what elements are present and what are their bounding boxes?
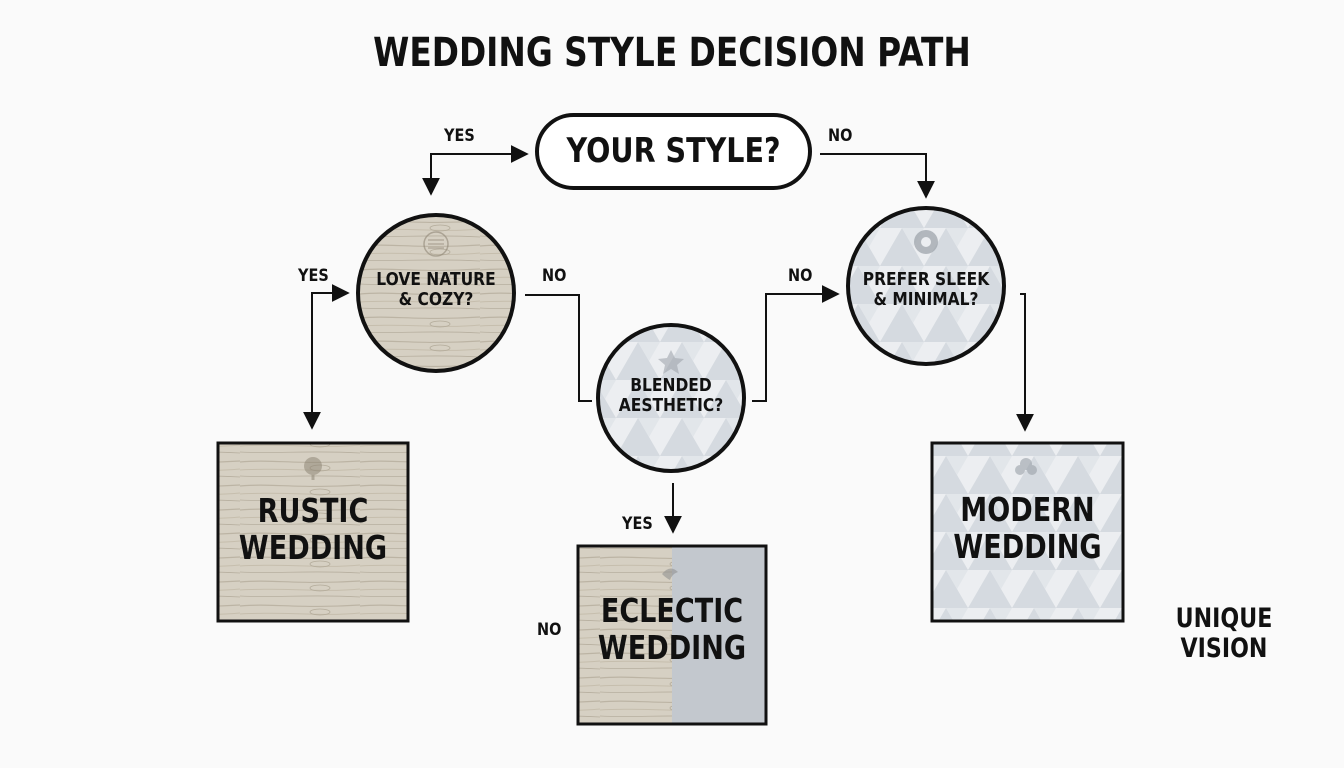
connector-start-yes [422, 145, 529, 196]
decision-sleek-line2: & MINIMAL? [873, 289, 979, 311]
result-modern-line1: MODERN [960, 490, 1095, 529]
connector-nature-no [525, 294, 592, 402]
label-eclectic-no: NO [537, 620, 562, 640]
result-eclectic-slate-half [672, 546, 766, 724]
label-blended-no: NO [788, 266, 813, 286]
decision-nature-line2: & COZY? [398, 289, 474, 311]
tree-icon [304, 457, 322, 480]
result-rustic-line1: RUSTIC [257, 491, 369, 530]
start-node-text: YOUR STYLE? [566, 131, 781, 171]
connector-blended-no [752, 285, 840, 402]
connector-sleek-to-modern [1016, 293, 1034, 432]
start-node [535, 113, 812, 190]
result-eclectic-text: ECLECTIC WEDDING [595, 591, 749, 667]
decision-blended-line2: AESTHETIC? [618, 395, 724, 417]
decision-sleek-line1: PREFER SLEEK [862, 269, 990, 290]
result-rustic-text: RUSTIC WEDDING [235, 491, 391, 567]
result-eclectic-line2: WEDDING [597, 627, 747, 667]
connector-nature-yes [303, 284, 350, 430]
decision-nature-line1: LOVE NATURE [376, 269, 496, 290]
connector-start-no [820, 153, 935, 199]
decision-sleek-fill [848, 208, 1004, 364]
result-modern-box [930, 441, 1125, 623]
decision-blended-outline [596, 323, 746, 473]
result-rustic-line2: WEDDING [238, 527, 388, 567]
decision-sleek-text: PREFER SLEEK & MINIMAL? [859, 269, 993, 311]
label-nature-no: NO [542, 266, 567, 286]
result-modern-text: MODERN WEDDING [949, 490, 1106, 566]
decision-nature-outline [356, 213, 516, 373]
unique-vision-text: UNIQUE VISION [1173, 603, 1275, 665]
star-ornament-icon [658, 350, 684, 374]
decision-blended-fill [598, 325, 744, 471]
result-eclectic-wood-half [578, 546, 672, 724]
unique-vision-line2: VISION [1180, 633, 1268, 665]
unique-vision-line1: UNIQUE [1175, 603, 1273, 634]
decision-blended-line1: BLENDED [630, 375, 712, 396]
result-modern-line2: WEDDING [953, 526, 1102, 566]
flower-icon [1015, 458, 1037, 475]
lace-badge-icon [423, 231, 449, 257]
decision-sleek-outline [846, 206, 1006, 366]
connectors [303, 145, 1034, 534]
label-start-no: NO [828, 126, 853, 146]
decision-nature-fill [358, 215, 514, 371]
result-eclectic-box [576, 544, 768, 726]
bird-icon [662, 568, 678, 580]
label-nature-yes: YES [298, 266, 329, 286]
decision-blended-text: BLENDED AESTHETIC? [608, 375, 734, 417]
label-blended-yes: YES [622, 514, 653, 534]
result-eclectic-line1: ECLECTIC [600, 591, 744, 630]
page-title: WEDDING STYLE DECISION PATH [373, 30, 971, 76]
geometric-badge-icon [914, 230, 938, 254]
label-start-yes: YES [444, 126, 475, 146]
decision-nature-text: LOVE NATURE & COZY? [369, 269, 503, 311]
